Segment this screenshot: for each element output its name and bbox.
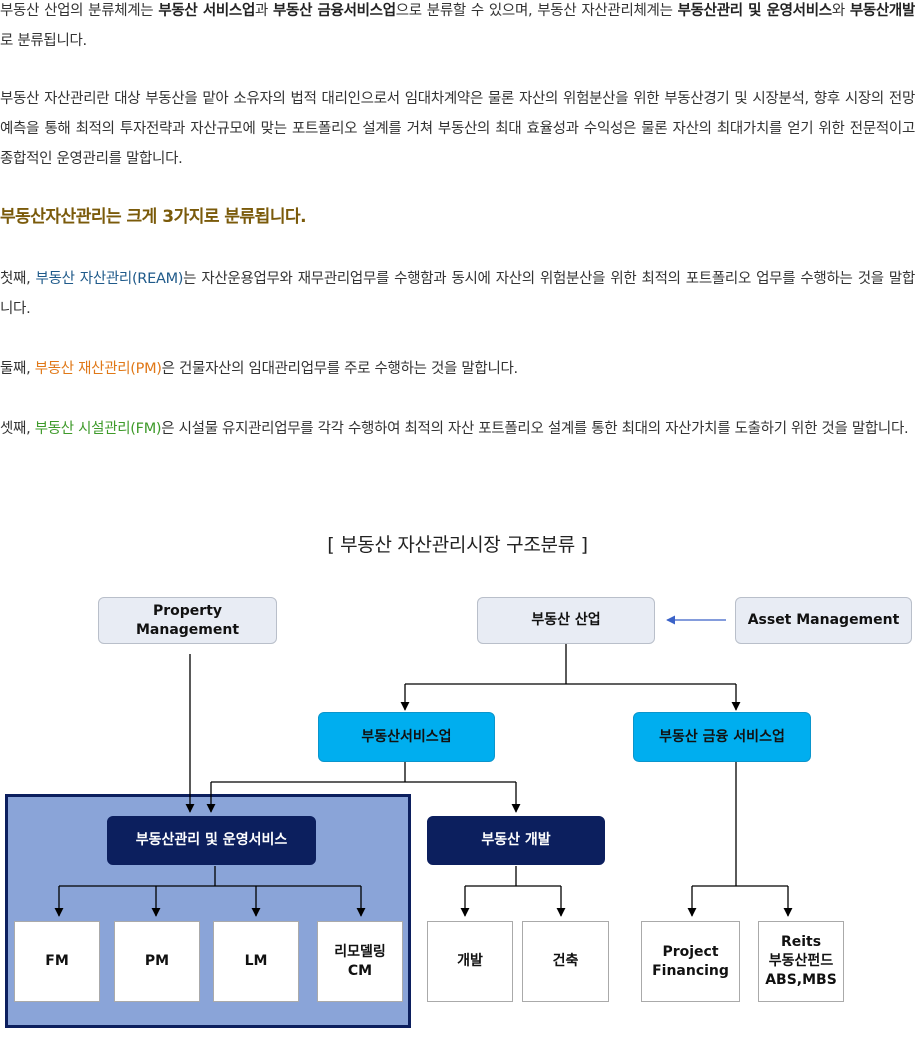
first-paragraph: 첫째, 부동산 자산관리(REAM)는 자산운용업무와 재무관리업무를 수행함과… [0, 264, 915, 324]
second-paragraph: 둘째, 부동산 재산관리(PM)은 건물자산의 임대관리업무를 주로 수행하는 … [0, 354, 915, 384]
intro-text-4: 와 [831, 3, 850, 19]
intro-bold-management: 부동산관리 및 운영서비스 [677, 3, 833, 19]
second-rest: 은 건물자산의 임대관리업무를 주로 수행하는 것을 말합니다. [161, 361, 518, 377]
intro-text-2: 과 [255, 3, 273, 19]
third-prefix: 셋째, [0, 421, 35, 437]
first-rest: 는 자산운용업무와 재무관리업무를 수행함과 동시에 자산의 위험분산을 위한 … [0, 271, 915, 317]
intro-bold-finance: 부동산 금융서비스업 [273, 3, 396, 19]
term-pm: 부동산 재산관리(PM) [34, 361, 162, 377]
property-management-box: Property Management [98, 597, 277, 644]
lm-box: LM [213, 921, 299, 1002]
intro-text-5: 로 분류됩니다. [0, 33, 87, 49]
term-ream: 부동산 자산관리(REAM) [35, 271, 184, 287]
construction-box: 건축 [522, 921, 609, 1002]
re-service-box: 부동산서비스업 [318, 712, 495, 762]
pm-box: PM [114, 921, 200, 1002]
section-heading: 부동산자산관리는 크게 3가지로 분류됩니다. [0, 207, 307, 227]
fm-box: FM [14, 921, 100, 1002]
second-prefix: 둘째, [0, 361, 35, 377]
definition-paragraph: 부동산 자산관리란 대상 부동산을 맡아 소유자의 법적 대리인으로서 임대차계… [0, 91, 915, 167]
development-box: 개발 [427, 921, 513, 1002]
re-development-box: 부동산 개발 [427, 816, 605, 865]
intro-bold-service: 부동산 서비스업 [158, 3, 255, 19]
project-financing-box: Project Financing [641, 921, 740, 1002]
re-management-operation-box: 부동산관리 및 운영서비스 [107, 816, 316, 865]
intro-text-3: 으로 분류할 수 있으며, 부동산 자산관리체계는 [395, 3, 678, 19]
asset-management-box: Asset Management [735, 597, 912, 644]
term-fm: 부동산 시설관리(FM) [34, 421, 162, 437]
reits-box: Reits 부동산펀드 ABS,MBS [758, 921, 844, 1002]
intro-paragraph: 부동산 산업의 분류체계는 부동산 서비스업과 부동산 금융서비스업으로 분류할… [0, 0, 915, 56]
remodeling-cm-box: 리모델링 CM [317, 921, 403, 1002]
intro-text-1: 부동산 산업의 분류체계는 [0, 3, 159, 19]
third-rest: 은 시설물 유지관리업무를 각각 수행하여 최적의 자산 포트폴리오 설계를 통… [161, 421, 909, 437]
real-estate-industry-box: 부동산 산업 [477, 597, 655, 644]
diagram-title: [ 부동산 자산관리시장 구조분류 ] [327, 534, 588, 556]
re-finance-service-box: 부동산 금융 서비스업 [633, 712, 811, 762]
third-paragraph: 셋째, 부동산 시설관리(FM)은 시설물 유지관리업무를 각각 수행하여 최적… [0, 414, 915, 444]
first-prefix: 첫째, [0, 271, 36, 287]
intro-bold-development: 부동산개발 [849, 3, 915, 19]
